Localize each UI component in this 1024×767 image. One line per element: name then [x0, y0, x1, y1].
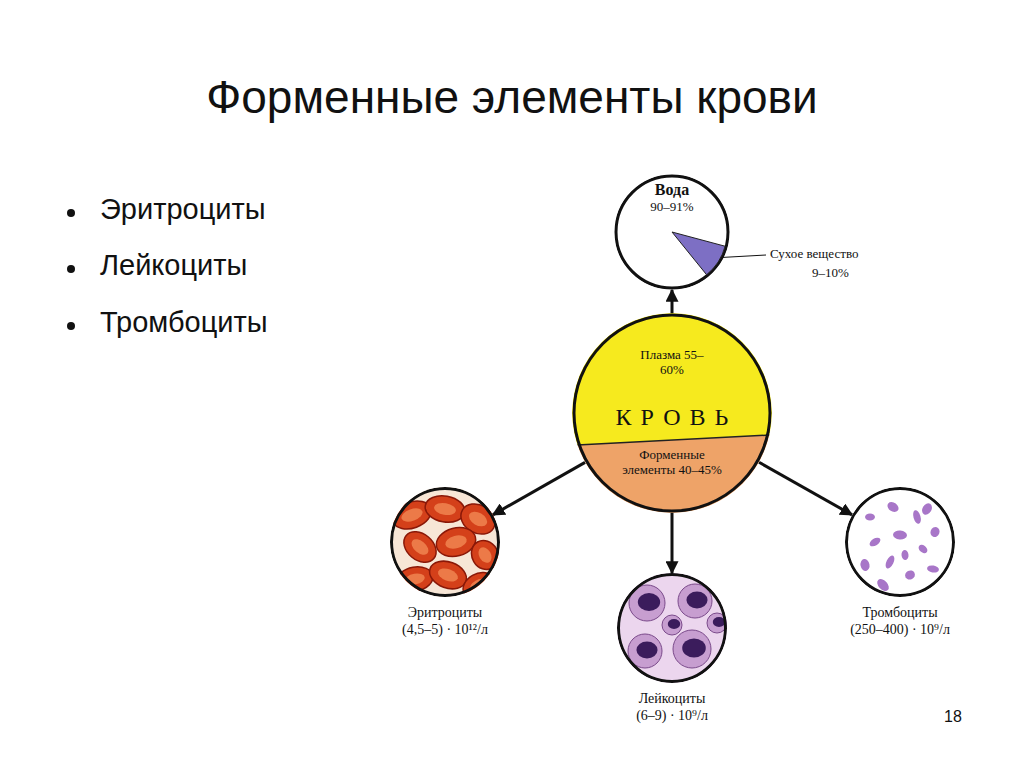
circle-section: Форменные элементы 40–45% [622, 447, 722, 477]
circle-outline [845, 487, 955, 597]
bullet-item: Лейкоциты [100, 249, 247, 282]
cell-name: Лейкоциты [587, 691, 757, 707]
circle-art [390, 487, 500, 597]
bullet-item: Тромбоциты [100, 306, 268, 339]
cell-count: (250–400) · 10⁹/л [815, 622, 985, 638]
cell-count: (4,5–5) · 10¹²/л [360, 622, 530, 638]
circle-art [845, 487, 955, 597]
circle-section: Плазма 55–60% [632, 347, 712, 377]
cell-circle: Эритроциты(4,5–5) · 10¹²/л [360, 487, 530, 638]
arrow-connector [493, 462, 585, 514]
page-number: 18 [944, 708, 962, 726]
bullet-dot [67, 209, 75, 217]
cell-name: Тромбоциты [815, 605, 985, 621]
arrow-connector [671, 513, 674, 573]
cell-circle: Лейкоциты(6–9) · 10⁹/л [587, 573, 757, 724]
circle-outline [617, 573, 727, 683]
circle-outline: Плазма 55–60% КРОВЬ Форменные элементы 40–… [572, 313, 772, 513]
circle-value: 90–91% [614, 199, 730, 215]
blood-circle: Плазма 55–60% КРОВЬ Форменные элементы 40–… [572, 313, 772, 513]
cell-name: Эритроциты [360, 605, 530, 621]
bullet-dot [67, 322, 75, 330]
circle-art [617, 573, 727, 683]
cell-circle: Тромбоциты(250–400) · 10⁹/л [815, 487, 985, 638]
bullet-dot [67, 265, 75, 273]
arrow-connector [759, 462, 852, 515]
arrow-connector [671, 290, 674, 313]
pie-label: Сухое вещество [770, 246, 858, 262]
pie-wedge [672, 232, 725, 275]
circle-outline: Вода90–91% [614, 174, 730, 290]
slide-title: Форменные элементы крови [0, 70, 1024, 124]
water-circle: Вода90–91% [614, 174, 730, 290]
circle-heading: КРОВЬ [572, 403, 772, 431]
circle-heading: Вода [614, 182, 730, 198]
circle-outline [390, 487, 500, 597]
pie-value: 9–10% [812, 265, 849, 281]
bullet-item: Эритроциты [100, 193, 266, 226]
cell-count: (6–9) · 10⁹/л [587, 708, 757, 724]
